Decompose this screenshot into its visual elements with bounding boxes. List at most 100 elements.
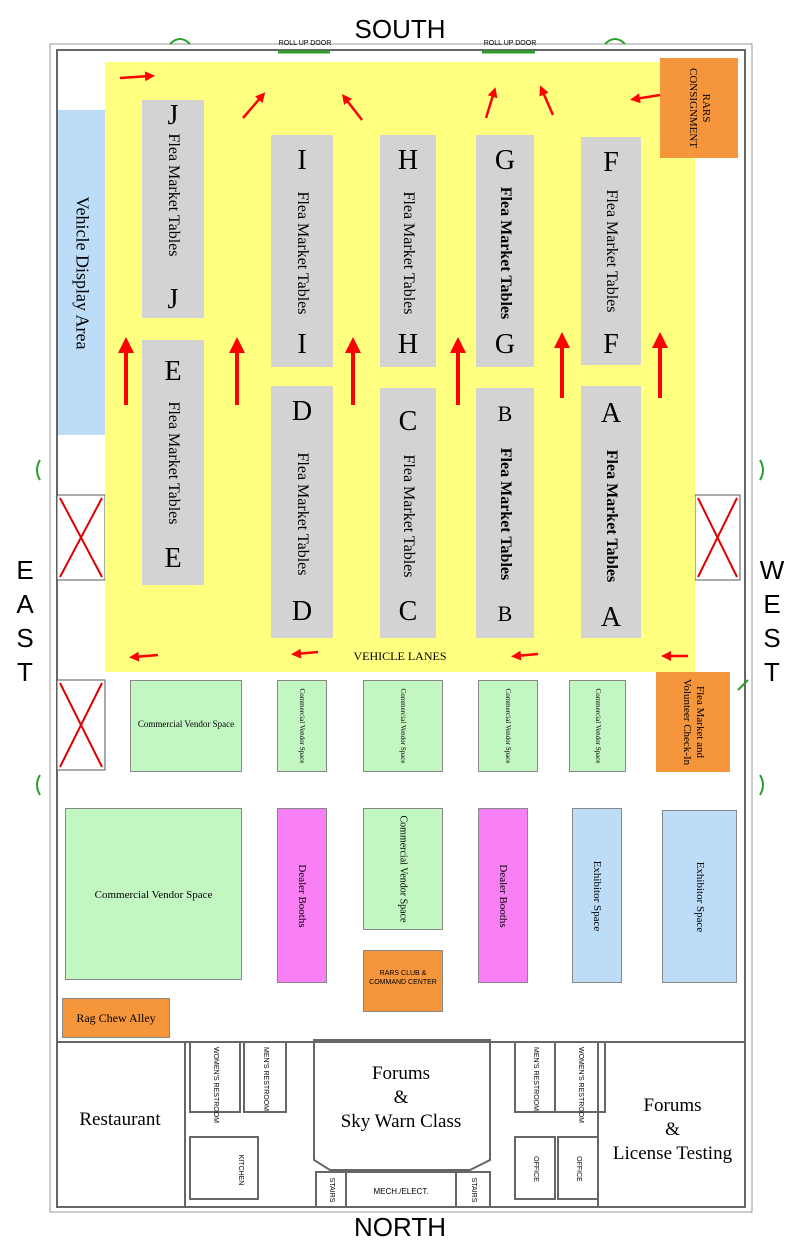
restaurant-label: Restaurant [79, 1109, 161, 1130]
office-2: OFFICE [560, 1140, 596, 1198]
arrow-left-icon [291, 648, 319, 659]
commercial-label: Commercial Vendor Space [94, 889, 213, 901]
arrow-left-icon [129, 651, 159, 662]
row-letter: J [167, 284, 179, 315]
commercial-label: Commercial Vendor Space [593, 688, 602, 764]
forums-sub: Sky Warn Class [340, 1111, 462, 1132]
exhibitor-space-1: Exhibitor Space [572, 808, 622, 983]
row-letter: B [497, 601, 513, 626]
dealer-booths-2: Dealer Booths [478, 808, 528, 983]
arrow-left-icon [630, 93, 661, 104]
row-letter: E [164, 356, 182, 387]
flea-checkin: Flea Market and Volunteer Check-In [656, 672, 730, 772]
row-letter: G [494, 329, 516, 360]
rag-chew-alley: Rag Chew Alley [62, 998, 170, 1038]
row-letter: H [397, 329, 419, 360]
commercial-label: Commercial Vendor Space [504, 688, 512, 764]
row-letter: C [398, 596, 418, 627]
stairs-left: STAIRS [316, 1172, 346, 1207]
flea-row-e: E Flea Market Tables E [142, 340, 204, 585]
roll-up-door-right: ROLL UP DOOR [483, 40, 537, 47]
exhibitor-label: Exhibitor Space [693, 861, 706, 932]
commercial-vendor-2: Commercial Vendor Space [277, 680, 327, 772]
dealer-label: Dealer Booths [296, 863, 308, 928]
kitchen-label: KITCHEN [237, 1154, 244, 1185]
flea-row-c: C Flea Market Tables C [380, 388, 436, 638]
womens-label: WOMEN'S RESTROOM [212, 1047, 219, 1124]
commercial-vendor-1: Commercial Vendor Space [130, 680, 242, 772]
compass-south: SOUTH [354, 14, 446, 44]
rars-club-command-center: RARS CLUB & COMMAND CENTER [363, 950, 443, 1012]
commercial-vendor-center: Commercial Vendor Space [363, 808, 443, 930]
office-1: OFFICE [517, 1140, 553, 1198]
commercial-label: Commercial Vendor Space [298, 688, 306, 764]
office-label: OFFICE [532, 1156, 539, 1182]
mens-label: MEN'S RESTROOM [262, 1047, 269, 1111]
row-letter: J [167, 100, 179, 131]
rag-chew-label: Rag Chew Alley [76, 1011, 156, 1025]
forums-sky-warn: Forums & Sky Warn Class [316, 1062, 486, 1134]
flea-row-f: F Flea Market Tables F [581, 137, 641, 365]
commercial-vendor-5: Commercial Vendor Space [569, 680, 626, 772]
vehicle-lanes-label: VEHICLE LANES [353, 649, 447, 663]
row-letter: C [398, 406, 418, 437]
commercial-vendor-4: Commercial Vendor Space [478, 680, 538, 772]
vehicle-display-area: Vehicle Display Area [58, 110, 106, 435]
womens-restroom-left: WOMEN'S RESTROOM [192, 1044, 238, 1124]
row-letter: G [494, 145, 516, 176]
mens-restroom-right: MEN'S RESTROOM [517, 1044, 553, 1111]
row-letter: A [600, 398, 622, 429]
mech-label: MECH./ELECT. [373, 1187, 429, 1196]
exhibitor-space-2: Exhibitor Space [662, 810, 737, 983]
stairs-label: STAIRS [328, 1177, 335, 1202]
mens-label: MEN'S RESTROOM [532, 1047, 539, 1111]
row-letter: H [397, 145, 419, 176]
rars-club-label: RARS CLUB & COMMAND CENTER [369, 970, 437, 986]
womens-label: WOMEN'S RESTROOM [577, 1047, 584, 1124]
row-letter: A [600, 602, 622, 633]
flea-row-i: I Flea Market Tables I [271, 135, 333, 367]
arrow-up-icon [484, 87, 498, 119]
arrow-up-icon [539, 85, 555, 116]
row-letter: F [603, 147, 619, 178]
commercial-label: Commercial Vendor Space [137, 719, 235, 729]
mens-restroom-left: MEN'S RESTROOM [246, 1044, 284, 1111]
row-letter: D [291, 396, 313, 427]
dealer-label: Dealer Booths [497, 863, 509, 928]
kitchen: KITCHEN [222, 1142, 258, 1197]
commercial-vendor-3: Commercial Vendor Space [363, 680, 443, 772]
forums-title: Forums [371, 1063, 431, 1084]
dealer-booths-1: Dealer Booths [277, 808, 327, 983]
stairs-right: STAIRS [456, 1172, 490, 1207]
arrow-right-icon [119, 71, 155, 82]
exhibitor-label: Exhibitor Space [591, 860, 603, 931]
womens-restroom-right: WOMEN'S RESTROOM [557, 1044, 603, 1124]
flea-row-g: G Flea Market Tables G [476, 135, 534, 367]
commercial-vendor-large: Commercial Vendor Space [65, 808, 242, 980]
forums-sub: License Testing [612, 1143, 733, 1164]
row-letter: F [603, 329, 619, 360]
forums-amp: & [665, 1119, 680, 1140]
office-label: OFFICE [575, 1156, 582, 1182]
flea-checkin-label: Flea Market and Volunteer Check-In [681, 678, 706, 766]
arrow-up-icon [341, 94, 363, 121]
commercial-label: Commercial Vendor Space [399, 688, 407, 764]
flea-row-d: D Flea Market Tables D [271, 386, 333, 638]
row-letter: B [497, 401, 513, 426]
forums-license-testing: Forums & License Testing [600, 1094, 745, 1166]
row-letter: D [291, 596, 313, 627]
forums-amp: & [393, 1087, 409, 1108]
flea-row-b: B Flea Market Tables B [476, 388, 534, 638]
arrow-up-icon [242, 92, 266, 119]
roll-up-door-left: ROLL UP DOOR [278, 40, 332, 47]
row-letter: I [297, 329, 307, 360]
row-letter: I [297, 145, 307, 176]
arrow-left-icon [511, 650, 539, 661]
flea-row-a: A Flea Market Tables A [581, 386, 641, 638]
flea-row-h: H Flea Market Tables H [380, 135, 436, 367]
row-letter: E [164, 543, 182, 574]
